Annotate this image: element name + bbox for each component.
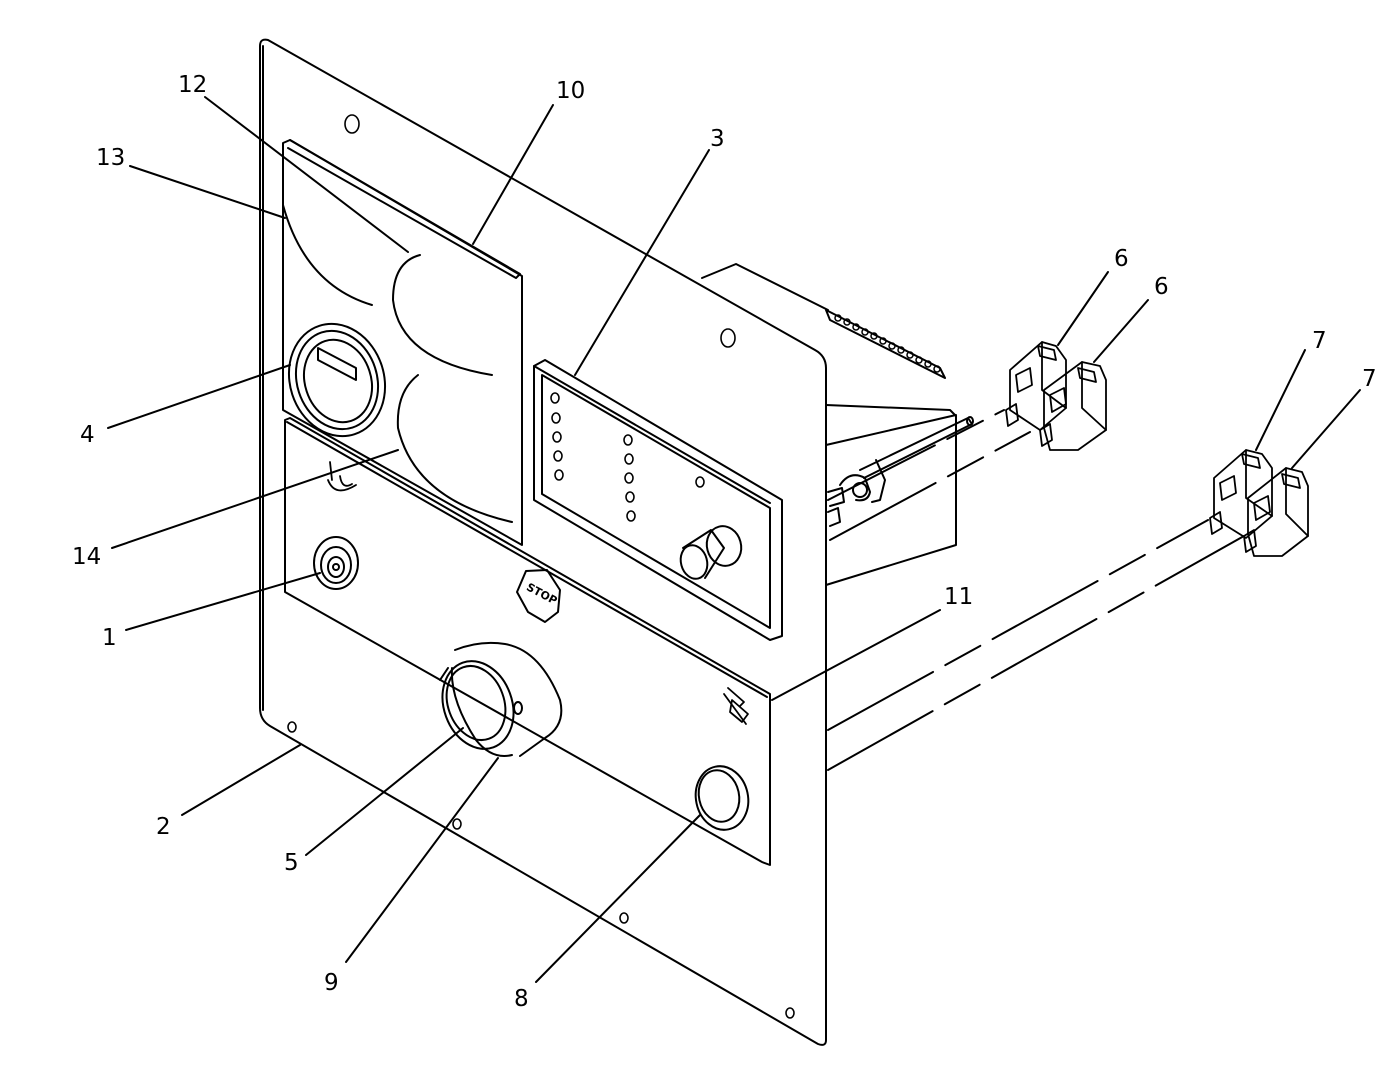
hour-meter <box>287 322 387 438</box>
led-column-2 <box>623 434 636 522</box>
callout-6a: 6 <box>1114 246 1129 272</box>
callout-5: 5 <box>284 850 299 876</box>
indicator-symbol <box>327 461 357 492</box>
callout-2: 2 <box>156 814 171 840</box>
main-plate <box>259 38 827 1046</box>
callout-7b: 7 <box>1362 366 1377 392</box>
callout-1: 1 <box>102 625 117 651</box>
callout-11: 11 <box>944 584 973 610</box>
callout-6b: 6 <box>1154 274 1169 300</box>
gauge-subpanel <box>282 139 523 546</box>
contact-blocks-7 <box>1209 449 1309 557</box>
stop-sign-text: STOP <box>524 581 559 608</box>
led-column-1 <box>550 392 564 481</box>
contact-blocks-6 <box>1005 341 1107 451</box>
callout-7a: 7 <box>1312 328 1327 354</box>
callout-9: 9 <box>324 970 339 996</box>
mounting-holes <box>287 114 795 1019</box>
callout-10: 10 <box>556 78 585 104</box>
led-module-knob <box>679 525 743 580</box>
callout-8: 8 <box>514 986 529 1012</box>
led-module <box>533 359 783 641</box>
emergency-stop-button <box>439 641 563 757</box>
assembly-lines <box>827 409 1245 771</box>
stop-sign: STOP <box>516 569 561 623</box>
callout-4: 4 <box>80 422 95 448</box>
leader-lines <box>107 96 1361 983</box>
controller-box <box>701 263 974 586</box>
indicator-lamp <box>313 536 359 590</box>
callout-14: 14 <box>72 544 101 570</box>
push-button <box>694 765 750 831</box>
callout-12: 12 <box>178 72 207 98</box>
horn-silence-symbol <box>723 687 749 725</box>
terminal-strip <box>834 314 941 373</box>
callouts: 12 10 13 3 6 6 7 7 4 14 1 11 2 5 9 8 <box>72 72 1377 1012</box>
callout-13: 13 <box>96 145 125 171</box>
callout-3: 3 <box>710 126 725 152</box>
